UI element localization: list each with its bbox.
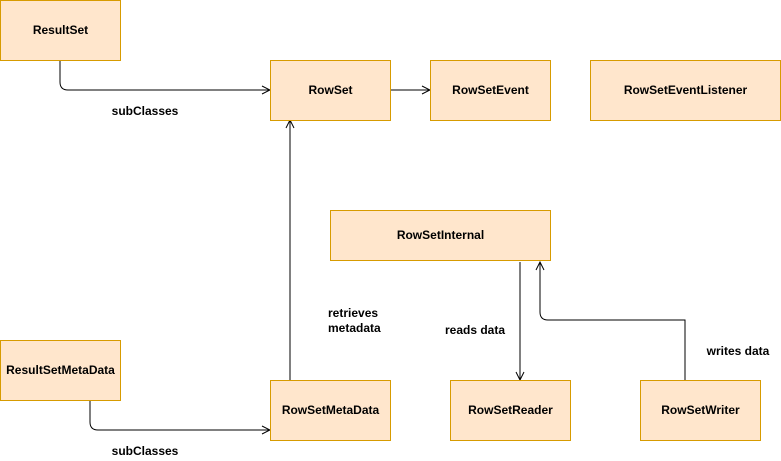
node-label-resultset: ResultSet xyxy=(33,23,88,37)
node-rowsetmetadata[interactable]: RowSetMetaData xyxy=(270,380,391,441)
node-label-rowsetinternal: RowSetInternal xyxy=(397,228,484,242)
node-resultset[interactable]: ResultSet xyxy=(0,0,121,61)
edges xyxy=(59,60,686,430)
node-rowset[interactable]: RowSet xyxy=(270,60,391,121)
node-rowsetreader[interactable]: RowSetReader xyxy=(450,380,571,441)
edge-label-writes-data: writes data xyxy=(706,344,770,358)
node-label-rowsetevent: RowSetEvent xyxy=(452,83,529,97)
edge-resultset-to-rowset[interactable] xyxy=(59,60,270,90)
edge-label-retrieves: retrieves xyxy=(328,306,378,320)
node-label-rowsetreader: RowSetReader xyxy=(468,403,553,417)
node-rowsetinternal[interactable]: RowSetInternal xyxy=(330,210,551,261)
edge-label-subclasses-top: subClasses xyxy=(112,104,179,118)
edge-label-reads-data: reads data xyxy=(445,323,505,337)
edge-resultsetmetadata-to-rowsetmetadata[interactable] xyxy=(89,400,270,430)
node-label-rowseteventlistener: RowSetEventListener xyxy=(624,83,748,97)
node-rowsetevent[interactable]: RowSetEvent xyxy=(430,60,551,121)
edge-rowsetwriter-to-rowsetinternal[interactable] xyxy=(540,262,686,380)
node-label-rowsetwriter: RowSetWriter xyxy=(661,403,740,417)
node-resultsetmetadata[interactable]: ResultSetMetaData xyxy=(0,340,121,401)
edge-label-metadata: metadata xyxy=(328,321,381,335)
node-rowsetwriter[interactable]: RowSetWriter xyxy=(640,380,761,441)
node-label-rowset: RowSet xyxy=(308,83,352,97)
node-rowseteventlistener[interactable]: RowSetEventListener xyxy=(590,60,781,121)
edge-label-subclasses-bottom: subClasses xyxy=(112,444,179,458)
node-label-rowsetmetadata: RowSetMetaData xyxy=(282,403,380,417)
node-label-resultsetmetadata: ResultSetMetaData xyxy=(6,363,115,377)
edge-labels: subClasses subClasses retrieves metadata… xyxy=(112,104,770,458)
